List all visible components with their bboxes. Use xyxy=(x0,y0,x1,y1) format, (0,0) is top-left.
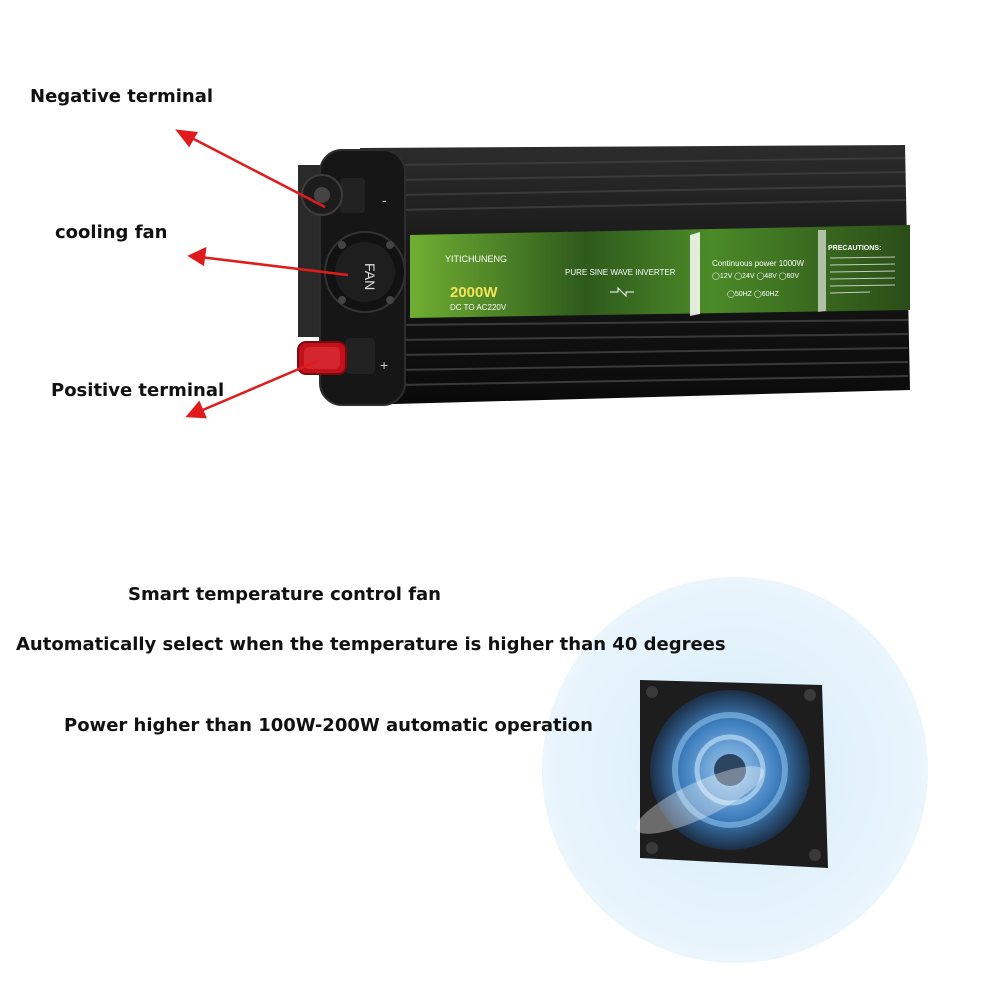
negative-terminal-label: Negative terminal xyxy=(30,86,214,107)
label-frequencies: ◯50HZ ◯60HZ xyxy=(727,290,780,298)
label-continuous: Continuous power 1000W xyxy=(712,259,805,268)
label-brand: YITICHUNENG xyxy=(445,254,507,264)
info-line-2: Automatically select when the temperatur… xyxy=(16,634,726,655)
label-precautions: PRECAUTIONS: xyxy=(828,245,881,252)
precaution-lines xyxy=(829,256,896,294)
positive-terminal-label: Positive terminal xyxy=(51,380,225,401)
fan-text: FAN xyxy=(362,263,378,290)
minus-mark: - xyxy=(382,192,387,208)
info-line-1: Smart temperature control fan xyxy=(128,584,441,605)
label-voltages: ◯12V ◯24V ◯48V ◯60V xyxy=(712,272,799,280)
heatsink-fins xyxy=(394,157,909,386)
callout-arrows xyxy=(175,129,349,419)
cooling-fan-label: cooling fan xyxy=(55,222,168,243)
label-conversion: DC TO AC220V xyxy=(450,303,507,312)
label-type: PURE SINE WAVE INVERTER xyxy=(565,268,676,277)
negative-terminal xyxy=(301,174,365,216)
product-label xyxy=(410,225,910,318)
fan-photo xyxy=(636,680,828,868)
label-power: 2000W xyxy=(450,284,498,301)
plus-mark: + xyxy=(380,357,388,373)
sine-wave-icon xyxy=(610,286,634,298)
info-line-3: Power higher than 100W-200W automatic op… xyxy=(64,715,593,736)
positive-terminal xyxy=(297,338,375,375)
cooling-fan xyxy=(324,231,406,313)
